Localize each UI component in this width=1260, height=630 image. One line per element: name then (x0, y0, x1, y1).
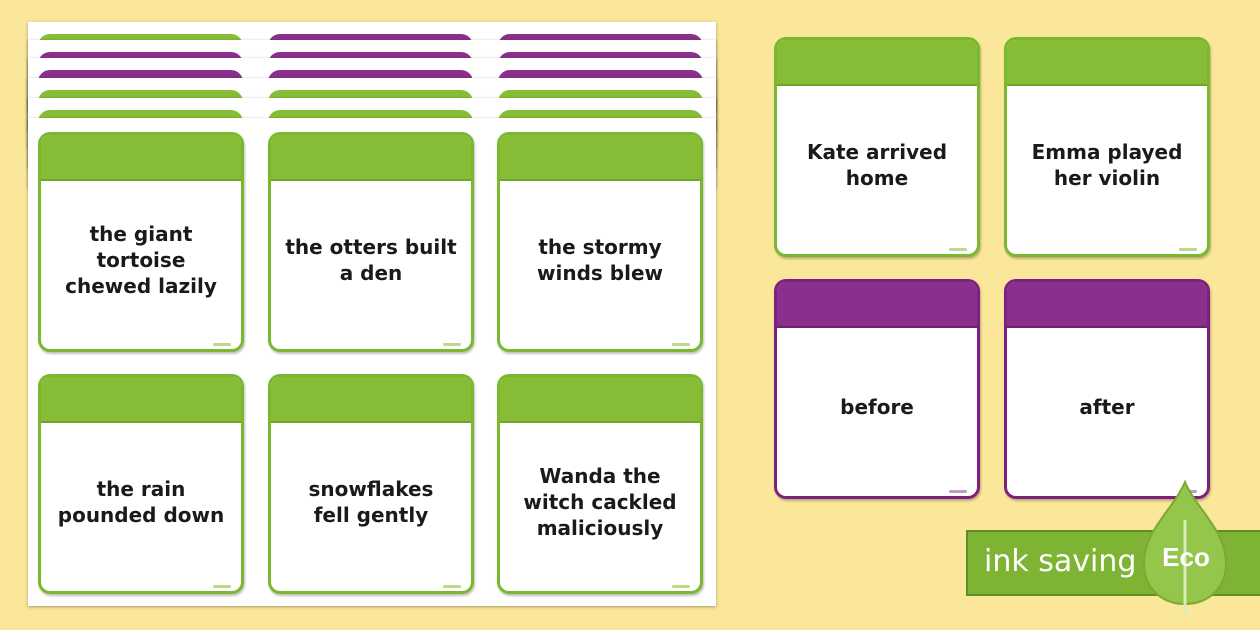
card-text: snowflakes fell gently (308, 477, 434, 527)
card-header (271, 135, 471, 181)
card-text: after (1079, 395, 1135, 419)
card-header (1007, 282, 1207, 328)
card-header (500, 377, 700, 423)
eco-label: Eco (1162, 542, 1210, 572)
sentence-card[interactable]: the rain pounded down (38, 374, 244, 594)
card-text: Emma played her violin (1031, 140, 1183, 190)
sentence-card[interactable]: snowflakes fell gently (268, 374, 474, 594)
card-text: before (840, 395, 914, 419)
connective-card[interactable]: after (1004, 279, 1210, 499)
card-header (777, 282, 977, 328)
sentence-card[interactable]: the giant tortoise chewed lazily (38, 132, 244, 352)
card-text: the otters built a den (285, 235, 457, 285)
connective-card[interactable]: before (774, 279, 980, 499)
sentence-card[interactable]: the stormy winds blew (497, 132, 703, 352)
card-text: the rain pounded down (57, 477, 225, 527)
card-header (271, 377, 471, 423)
card-text: the stormy winds blew (537, 235, 663, 285)
card-header (41, 135, 241, 181)
card-text: Wanda the witch cackled maliciously (523, 464, 677, 540)
sentence-card[interactable]: the otters built a den (268, 132, 474, 352)
card-text: Kate arrived home (806, 140, 948, 190)
card-header (777, 40, 977, 86)
sentence-card[interactable]: Emma played her violin (1004, 37, 1210, 257)
card-header (500, 135, 700, 181)
ink-saving-text: ink saving (984, 544, 1137, 579)
sentence-card[interactable]: Kate arrived home (774, 37, 980, 257)
front-sheet: the giant tortoise chewed lazily the ott… (28, 118, 716, 606)
leaf-icon (1142, 480, 1228, 614)
card-header (1007, 40, 1207, 86)
sentence-card[interactable]: Wanda the witch cackled maliciously (497, 374, 703, 594)
card-header (41, 377, 241, 423)
card-text: the giant tortoise chewed lazily (65, 222, 217, 298)
